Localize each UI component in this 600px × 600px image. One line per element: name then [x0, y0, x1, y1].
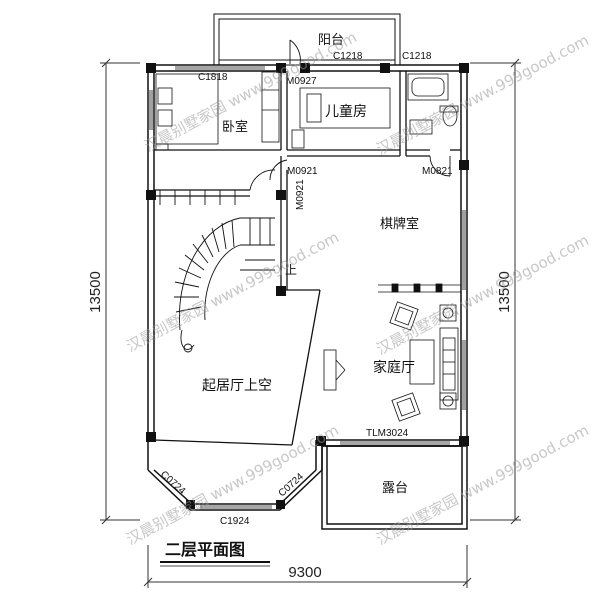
dim-right: 13500 [496, 271, 513, 313]
code-tlm3024: TLM3024 [366, 428, 409, 439]
spiral-stair [159, 190, 275, 353]
code-c1818: C1818 [198, 72, 228, 83]
plan-title: 二层平面图 [165, 540, 245, 559]
code-m0821: M0821 [422, 166, 453, 177]
code-c1218-left: C1218 [333, 51, 363, 62]
dim-bottom: 9300 [288, 564, 321, 581]
room-living-void: 起居厅上空 [202, 378, 272, 394]
furniture [155, 71, 461, 422]
dimension-lines [100, 58, 521, 588]
interior-walls [153, 71, 461, 446]
room-balcony-top: 阳台 [318, 33, 344, 48]
code-m0921-a: M0921 [287, 166, 318, 177]
watermark: 汉晨别墅家园 www.999good.com [373, 231, 591, 359]
door-swings [249, 39, 451, 191]
windows [149, 66, 466, 509]
watermark: 汉晨别墅家园 www.999good.com [141, 28, 359, 156]
code-c1218-right: C1218 [402, 51, 432, 62]
columns [146, 63, 469, 509]
code-m0927: M0927 [286, 76, 317, 87]
code-c1924: C1924 [220, 516, 250, 527]
room-bedroom: 卧室 [222, 119, 248, 135]
code-c0724: C0724 [277, 471, 307, 499]
code-m0921-b: M0921 [295, 179, 306, 210]
room-family: 家庭厅 [373, 359, 415, 376]
stair-up-mark: 上 [285, 263, 297, 277]
room-terrace: 露台 [382, 481, 408, 496]
dim-left: 13500 [87, 271, 104, 313]
room-kids: 儿童房 [325, 103, 367, 120]
room-chess: 棋牌室 [380, 216, 419, 232]
watermark: 汉晨别墅家园 www.999good.com [123, 228, 341, 356]
